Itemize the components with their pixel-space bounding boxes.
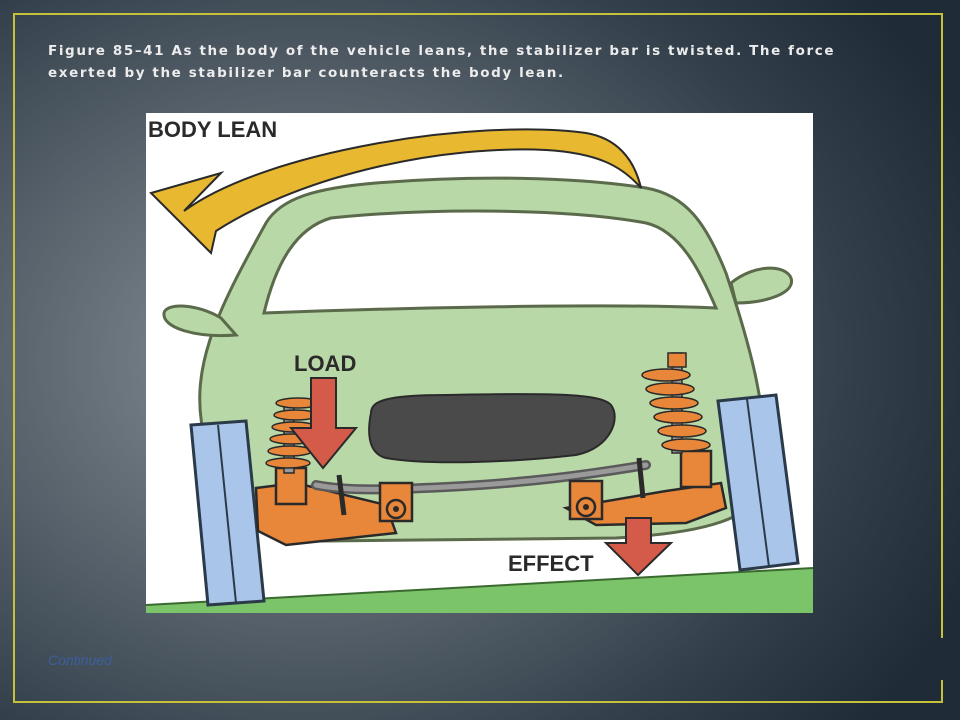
left-tire-tread	[217, 424, 237, 604]
right-bar-mount	[568, 479, 604, 521]
figure-caption: Figure 85–41 As the body of the vehicle …	[48, 43, 836, 81]
effect-arrow	[603, 517, 674, 577]
effect-label: EFFECT	[508, 551, 594, 576]
stabilizer-bar-diagram: BODY LEAN LOAD EFFECT	[146, 113, 813, 613]
frame-notch	[940, 638, 948, 680]
diagram-svg: BODY LEAN LOAD EFFECT	[146, 117, 813, 613]
left-end-link	[336, 474, 347, 516]
left-mirror	[162, 304, 240, 338]
continued-link[interactable]: Continued	[48, 652, 112, 668]
stabilizer-bar-highlight	[313, 462, 649, 492]
load-label: LOAD	[294, 351, 356, 376]
right-mirror	[729, 266, 793, 305]
body-lean-arrow	[149, 128, 642, 255]
right-tire-tread	[746, 398, 770, 568]
body-lean-label: BODY LEAN	[148, 117, 277, 142]
left-bar-mount	[378, 481, 414, 523]
windshield	[262, 209, 719, 315]
load-arrow	[288, 377, 359, 470]
right-control-arm	[562, 481, 728, 527]
ground	[146, 568, 813, 613]
right-knuckle	[679, 449, 713, 489]
grille	[368, 393, 616, 464]
right-end-link	[636, 457, 646, 499]
right-coil-spring	[641, 352, 711, 454]
